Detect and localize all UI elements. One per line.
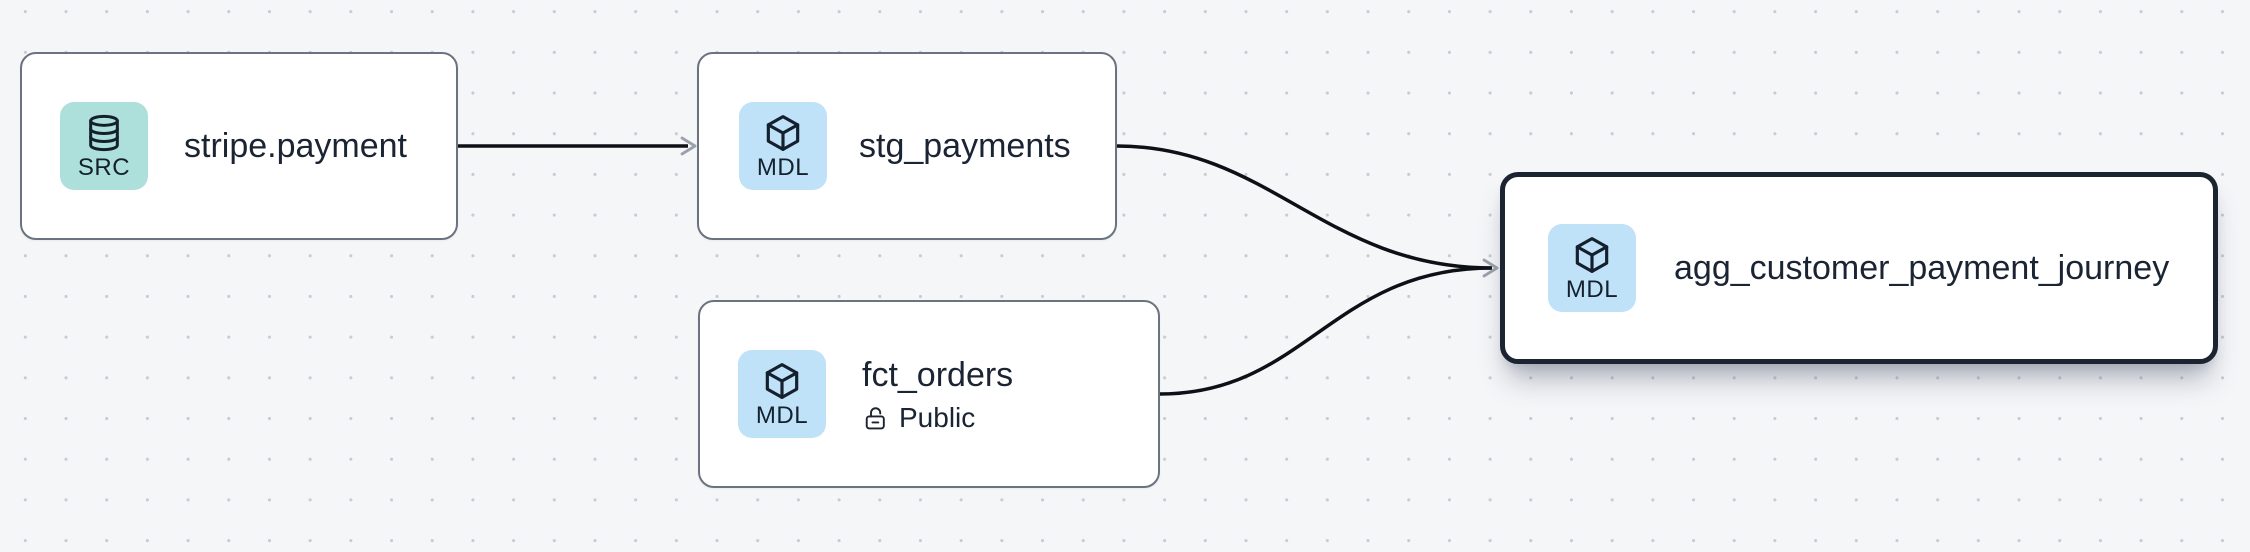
cube-icon bbox=[1575, 236, 1609, 273]
node-title: agg_customer_payment_journey bbox=[1674, 248, 2170, 287]
database-icon bbox=[89, 114, 119, 151]
node-agg-customer-payment-journey[interactable]: MDL agg_customer_payment_journey bbox=[1500, 172, 2218, 364]
mdl-badge: MDL bbox=[1548, 224, 1636, 312]
cube-icon bbox=[766, 114, 800, 151]
cube-icon bbox=[765, 362, 799, 399]
node-title: stg_payments bbox=[859, 126, 1071, 165]
access-status: Public bbox=[862, 401, 1013, 434]
node-stripe-payment[interactable]: SRC stripe.payment bbox=[20, 52, 458, 240]
badge-label: MDL bbox=[755, 401, 809, 429]
badge-label: MDL bbox=[756, 153, 810, 181]
badge-label: SRC bbox=[77, 153, 131, 181]
node-body: fct_orders Public bbox=[862, 354, 1013, 433]
node-stg-payments[interactable]: MDL stg_payments bbox=[697, 52, 1117, 240]
unlock-icon bbox=[865, 407, 885, 430]
src-badge: SRC bbox=[60, 102, 148, 190]
edge-fct-orders-to-agg bbox=[1159, 266, 1493, 396]
node-fct-orders[interactable]: MDL fct_orders Public bbox=[698, 300, 1160, 488]
node-title: fct_orders bbox=[862, 356, 1014, 395]
mdl-badge: MDL bbox=[738, 350, 826, 438]
mdl-badge: MDL bbox=[739, 102, 827, 190]
chevron-right-arrowhead-icon bbox=[1482, 258, 1499, 278]
badge-label: MDL bbox=[1565, 275, 1619, 303]
chevron-right-arrowhead-icon bbox=[680, 136, 697, 156]
node-title: stripe.payment bbox=[184, 126, 407, 165]
subtitle-label: Public bbox=[899, 401, 976, 433]
edge-stg-payments-to-agg bbox=[1116, 144, 1493, 270]
